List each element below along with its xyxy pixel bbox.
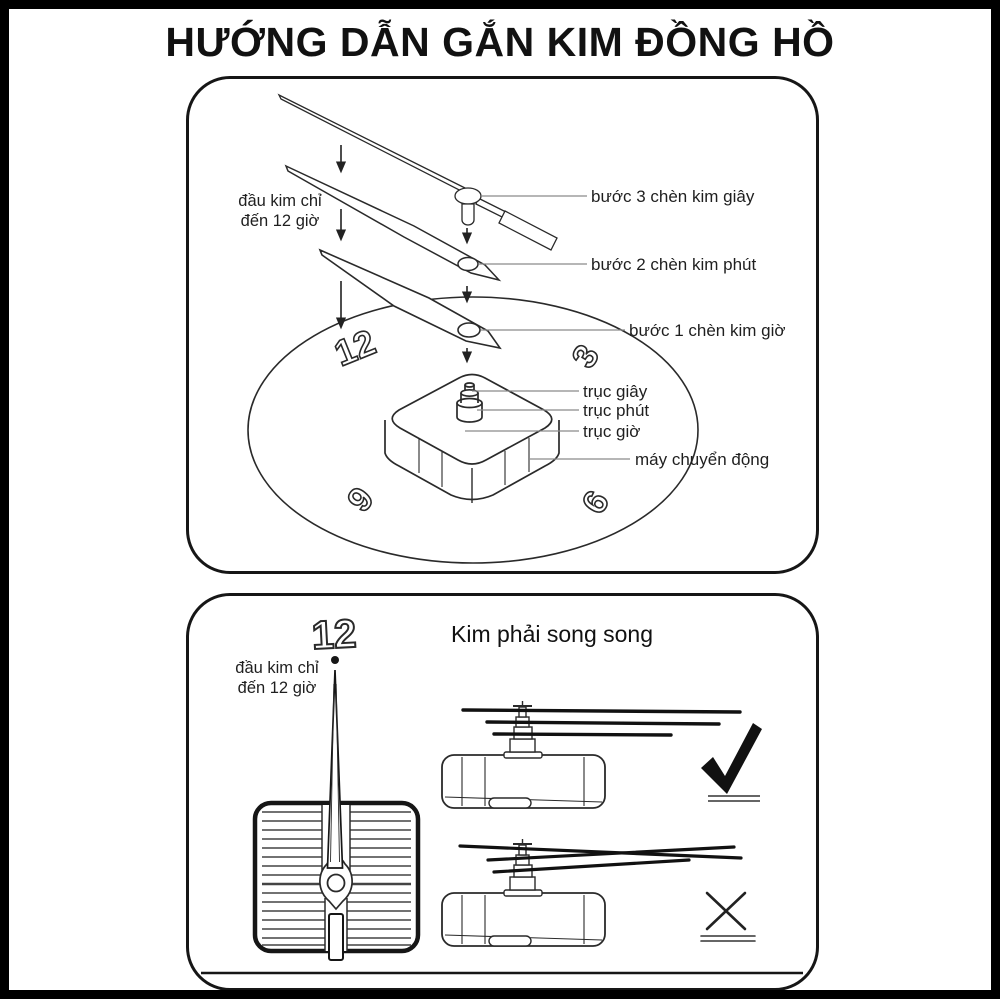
- check-icon: [701, 723, 762, 802]
- correct-example: [441, 701, 762, 809]
- bottom-panel-alignment: 12: [186, 593, 819, 990]
- callout-movement: máy chuyển động: [635, 450, 770, 469]
- incorrect-example: [441, 839, 756, 947]
- crossed-hand-lines: [458, 844, 743, 874]
- pointer-note-bottom-line2: đến 12 giờ: [237, 679, 317, 697]
- dial-number-12-front: 12: [311, 612, 358, 658]
- second-hand: [277, 93, 558, 251]
- callout-step1: bước 1 chèn kim giờ: [629, 321, 786, 340]
- top-panel-exploded-view: 12 3 9 6: [186, 76, 819, 574]
- dial-number-9: 9: [340, 480, 381, 519]
- callout-axle-minute: trục phút: [583, 401, 650, 420]
- minute-hand: [284, 164, 502, 282]
- movement-front-view: [252, 669, 421, 961]
- callout-axle-hour: trục giờ: [583, 422, 641, 441]
- x-icon: [700, 891, 756, 942]
- movement-shaft: [456, 382, 483, 423]
- hand-alignment-diagram: 12: [201, 611, 803, 975]
- pointer-note-bottom: đầu kim chỉ đến 12 giờ: [222, 658, 332, 698]
- page-title: HƯỚNG DẪN GẮN KIM ĐỒNG HỒ: [165, 19, 835, 65]
- hour-hand-front: [326, 669, 344, 869]
- callout-step3: bước 3 chèn kim giây: [591, 187, 755, 206]
- movement-3d: [384, 373, 560, 503]
- dial-number-6: 6: [575, 484, 617, 520]
- dial-number-3: 3: [565, 338, 607, 374]
- clock-face: [247, 296, 699, 564]
- leader-lines: [465, 195, 630, 460]
- assembly-arrows: [335, 145, 473, 364]
- pointer-note-line1: đầu kim chỉ: [238, 192, 322, 210]
- second-hand-pin: [461, 203, 475, 226]
- parallel-hand-lines: [461, 708, 742, 737]
- hand-hub: [326, 873, 346, 893]
- callout-step2: bước 2 chèn kim phút: [591, 255, 757, 274]
- pointer-note: đầu kim chỉ đến 12 giờ: [225, 191, 335, 231]
- parallel-rule-heading: Kim phải song song: [451, 621, 654, 647]
- callout-axle-second: trục giây: [583, 382, 648, 401]
- pointer-note-bottom-line1: đầu kim chỉ: [235, 659, 319, 677]
- exploded-assembly-diagram: 12 3 9 6: [247, 93, 699, 564]
- dial-number-12: 12: [329, 321, 381, 374]
- dial-12-marker: 12: [310, 611, 358, 664]
- hour-hand: [318, 248, 502, 350]
- 12-oclock-dot: [331, 656, 339, 664]
- hanger-tab: [328, 913, 344, 961]
- pointer-note-line2: đến 12 giờ: [240, 212, 320, 230]
